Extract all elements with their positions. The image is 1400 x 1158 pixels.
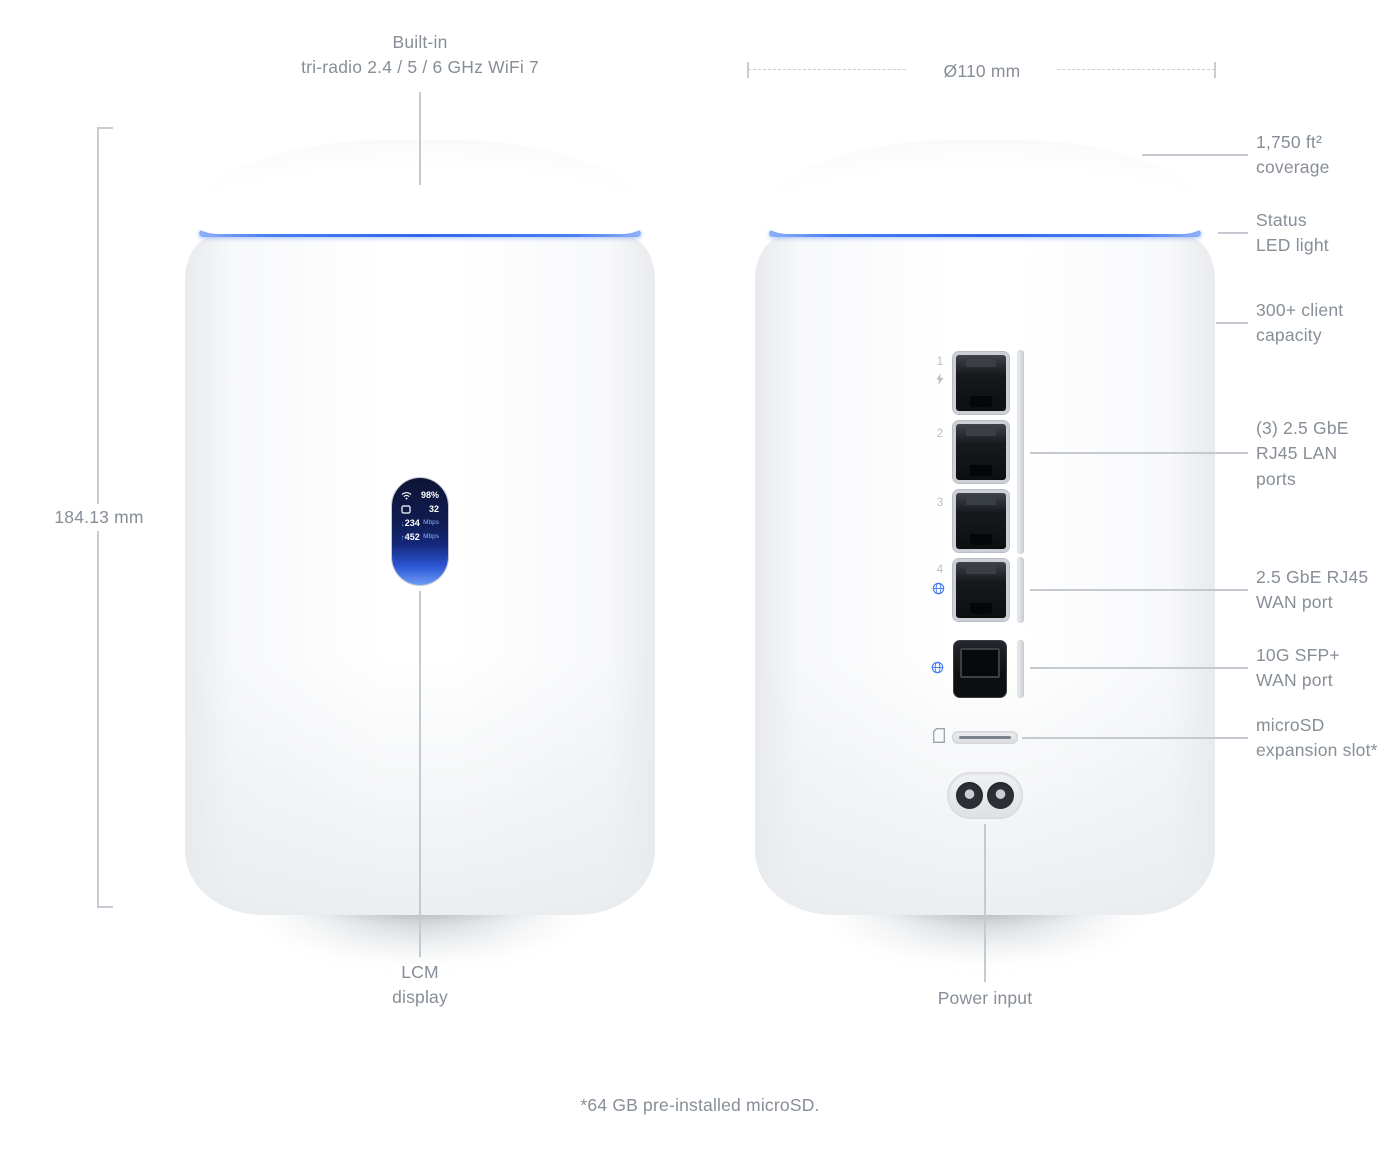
footnote: *64 GB pre-installed microSD. — [580, 1095, 820, 1115]
wifi-radio-label: Built-in tri-radio 2.4 / 5 / 6 GHz WiFi … — [301, 32, 539, 78]
client-capacity-label: 300+ client capacity — [1256, 300, 1344, 346]
power-pin-left — [956, 782, 983, 809]
microsd-label: microSD expansion slot* — [1256, 715, 1378, 761]
lan-ports-label: (3) 2.5 GbE RJ45 LAN ports — [1256, 418, 1349, 489]
client-capacity-callout-line — [1216, 322, 1248, 324]
lcm-download-unit: Mbps — [423, 519, 439, 527]
upload-arrow-icon: ↑ — [401, 533, 405, 542]
power-input-label: Power input — [937, 988, 1033, 1008]
height-tick-top — [97, 127, 113, 129]
poe-lightning-icon — [936, 373, 944, 385]
power-pin-right — [987, 782, 1014, 809]
port-4-number: 4 — [936, 564, 944, 576]
status-led-callout-line — [1218, 232, 1248, 234]
sfp-plus-port — [953, 640, 1007, 698]
wan-globe-icon — [932, 582, 945, 595]
lcm-wifi-row: 98% — [401, 491, 439, 500]
sfp-port-callout-line — [1030, 667, 1248, 669]
lan-ports-led-bar — [1017, 350, 1024, 554]
status-led-label: Status LED light — [1256, 210, 1329, 256]
sfp-wan-globe-icon — [931, 661, 944, 674]
port-1-number: 1 — [936, 356, 944, 368]
diameter-tick-right — [1214, 62, 1216, 78]
wan-port-label: 2.5 GbE RJ45 WAN port — [1256, 567, 1369, 613]
lcm-upload-value: 452 — [404, 532, 420, 542]
lcm-clients-value: 32 — [428, 504, 439, 514]
lcm-callout-line — [419, 591, 421, 957]
wifi-signal-icon — [401, 491, 412, 500]
wan-port-led-bar — [1017, 557, 1024, 623]
download-arrow-icon: ↓ — [401, 519, 405, 528]
back-device: 1 2 3 4 — [755, 140, 1215, 915]
diameter-tick-left — [747, 62, 749, 78]
coverage-label: 1,750 ft² coverage — [1256, 132, 1330, 178]
sfp-port-led-bar — [1017, 640, 1024, 698]
lan-ports-callout-line — [1030, 452, 1248, 454]
coverage-callout-line — [1142, 154, 1248, 156]
lcm-display: 98% 32 ↓ 234 Mbps ↑ 452 Mbps — [392, 478, 448, 585]
lcm-clients-row: 32 — [401, 505, 439, 514]
height-dimension-label: 184.13 mm — [34, 504, 164, 532]
back-device-dome — [763, 140, 1207, 234]
rj45-lan-port-3 — [953, 490, 1009, 552]
power-inlet — [947, 772, 1023, 819]
microsd-callout-line — [1022, 737, 1248, 739]
rj45-wan-port-4 — [953, 559, 1009, 621]
microsd-slot — [952, 731, 1018, 744]
wan-port-callout-line — [1030, 589, 1248, 591]
wifi-callout-line — [419, 92, 421, 185]
rj45-lan-port-1 — [953, 352, 1009, 414]
port-2-number: 2 — [936, 428, 944, 440]
lcm-upload-row: ↑ 452 Mbps — [401, 533, 439, 542]
sfp-port-label: 10G SFP+ WAN port — [1256, 645, 1340, 691]
lcm-upload-unit: Mbps — [423, 533, 439, 541]
lcm-download-value: 234 — [404, 518, 420, 528]
rj45-lan-port-2 — [953, 421, 1009, 483]
diameter-dimension-label: Ø110 mm — [908, 58, 1056, 86]
port-3-number: 3 — [936, 497, 944, 509]
power-callout-line — [984, 824, 986, 982]
lcm-download-row: ↓ 234 Mbps — [401, 519, 439, 528]
clients-icon — [401, 505, 411, 514]
lcm-wifi-value: 98% — [420, 490, 439, 500]
lcm-display-label: LCM display — [392, 962, 448, 1008]
height-tick-bottom — [97, 906, 113, 908]
sd-card-icon — [933, 728, 945, 743]
